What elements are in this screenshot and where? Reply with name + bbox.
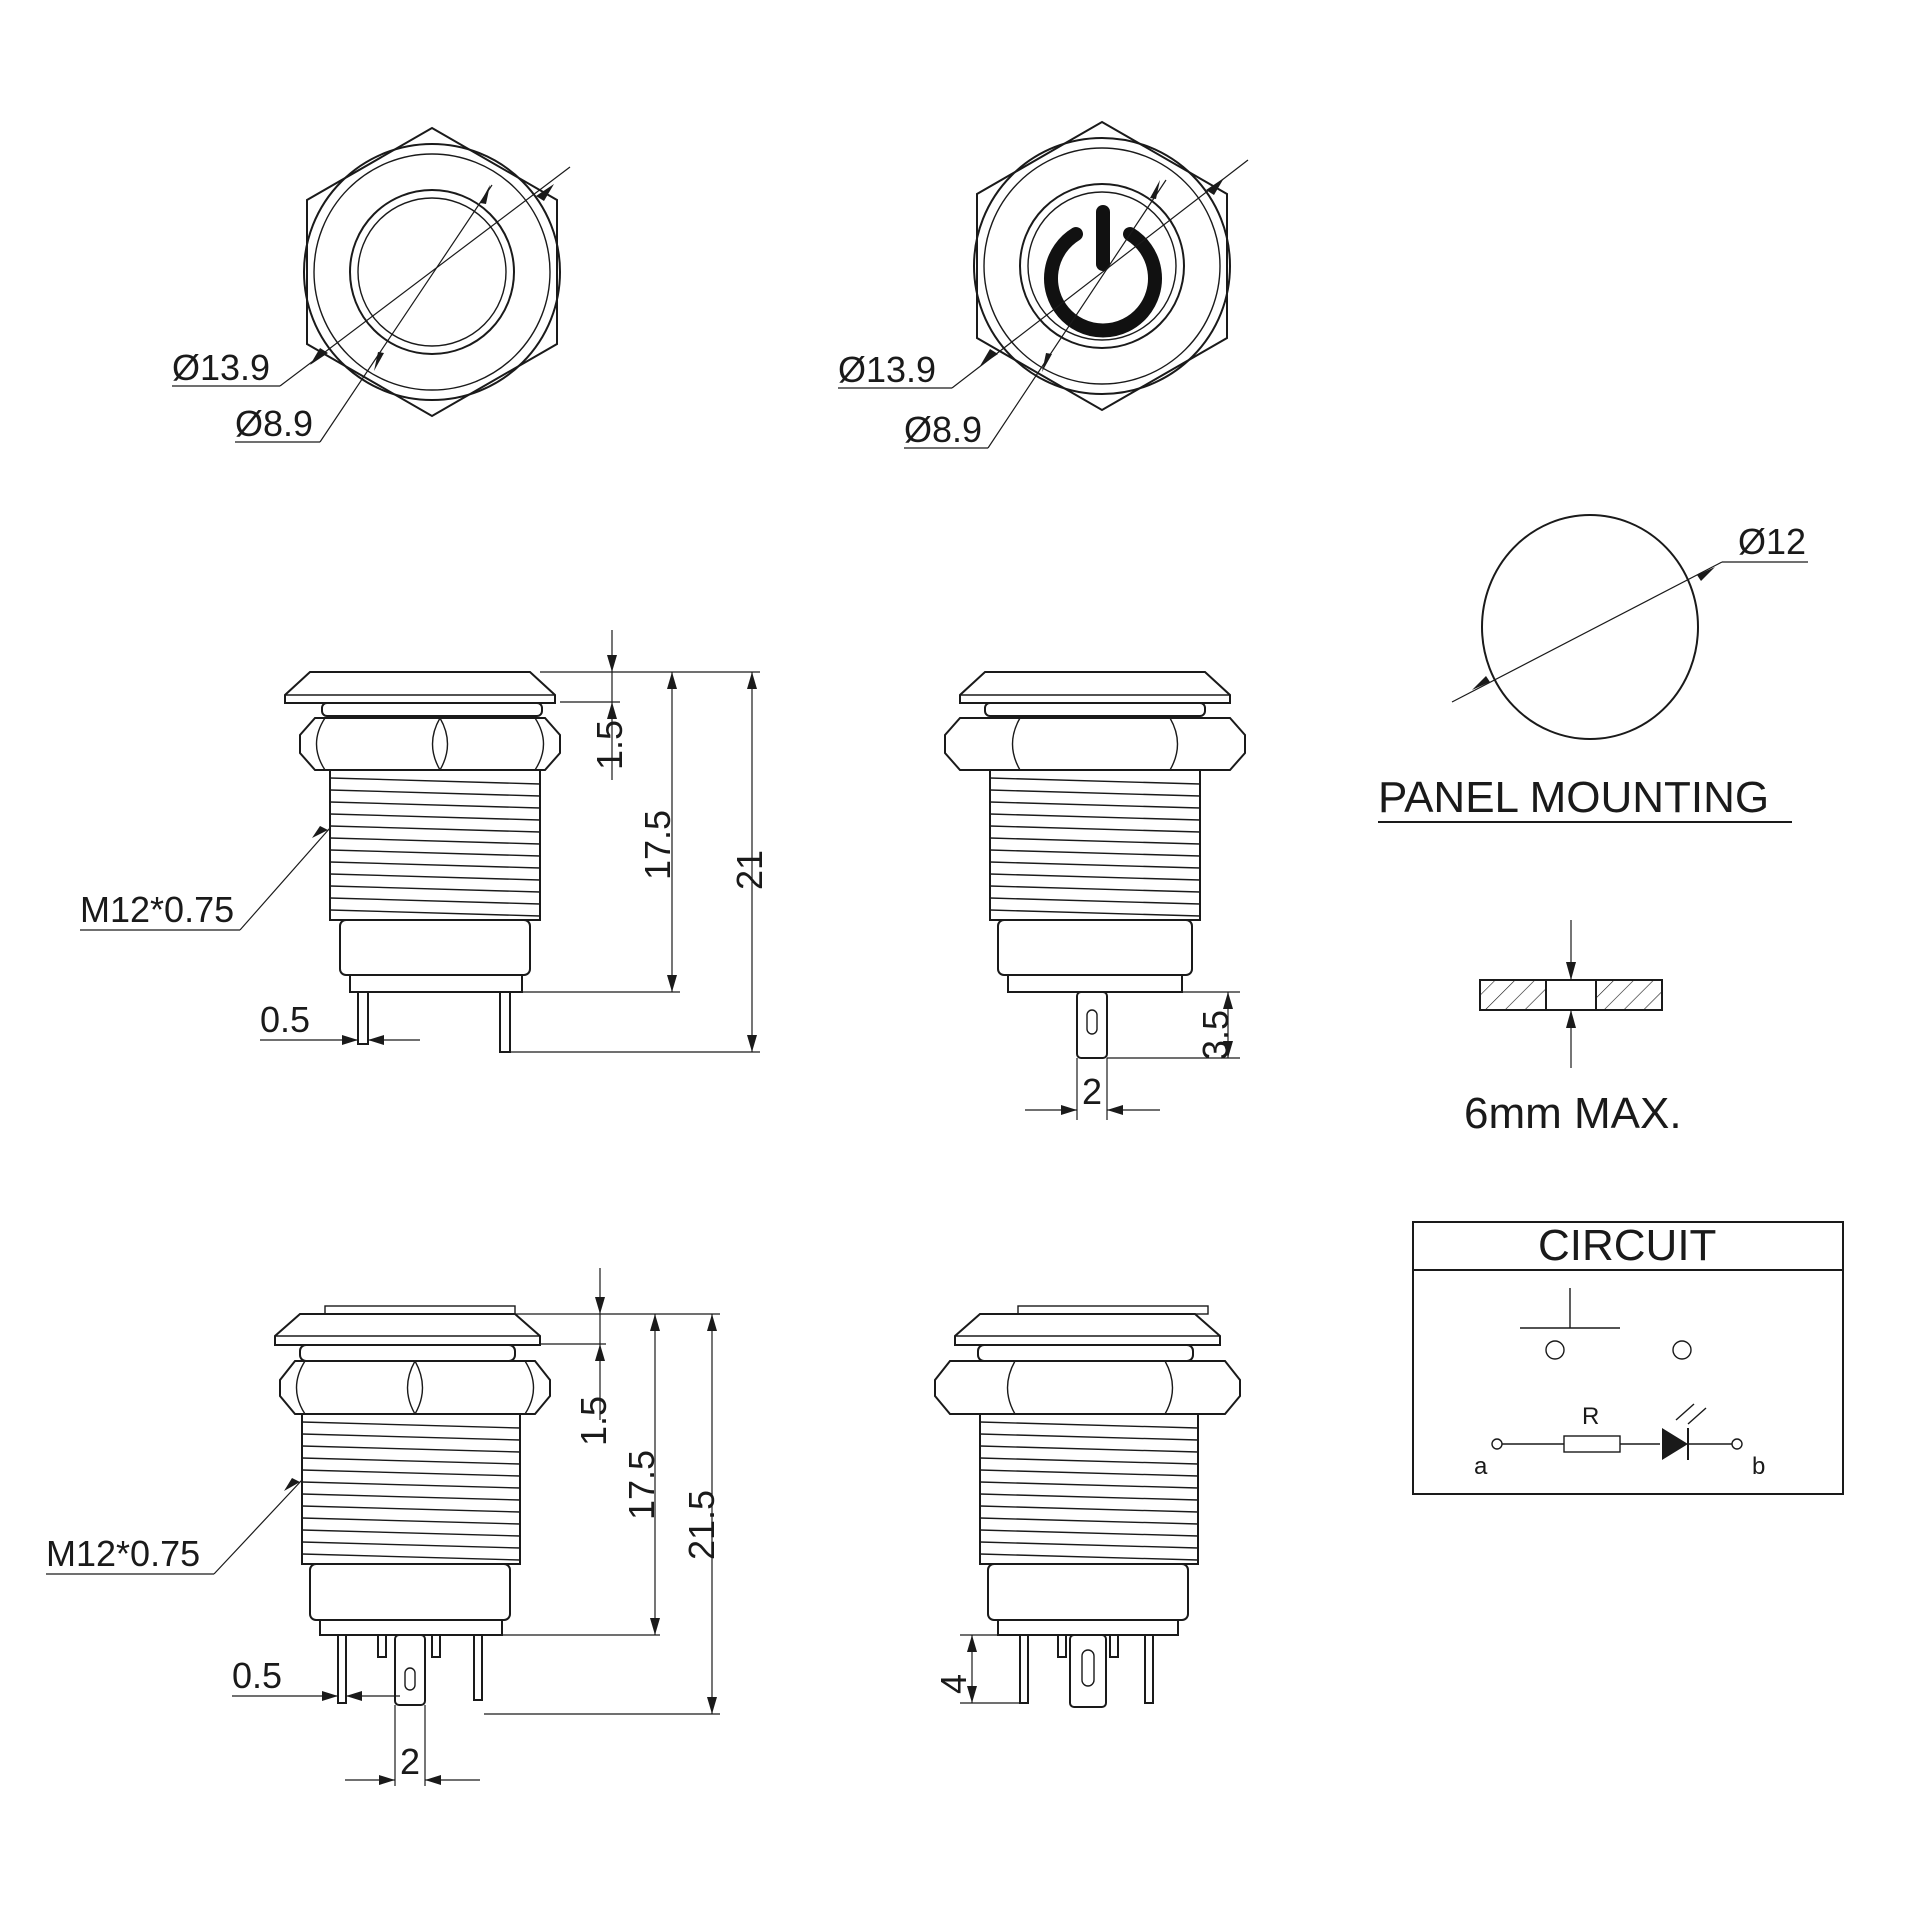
total-dim-label: 21 [729,850,770,890]
resistor-label: R [1582,1403,1599,1430]
pin-width-label: 0.5 [260,999,310,1040]
power-icon [1044,205,1162,338]
pin-pitch-label: 2 [1082,1071,1102,1112]
side-view-4pin-rotated: 4 [933,1305,1241,1708]
led-icon [1662,1428,1688,1460]
panel-thickness: 6mm MAX. [1464,1089,1682,1138]
panel-title: PANEL MOUNTING [1378,773,1769,822]
total-dim-label-4pin: 21.5 [681,1490,722,1560]
circuit-title: CIRCUIT [1538,1221,1716,1270]
side-view-2pin: 1.5 17.5 21 M12*0.75 0.5 [80,630,770,1053]
pin-width-label-4pin: 0.5 [232,1655,282,1696]
resistor [1563,1435,1621,1453]
outer-diameter-label: Ø13.9 [172,347,270,388]
pin-length-label-4pin: 4 [933,1674,974,1694]
side-view-2pin-rotated: 3.5 2 [944,671,1246,1120]
inner-diameter-label-2: Ø8.9 [904,409,982,450]
circuit-box: CIRCUIT R a b [1412,1221,1844,1495]
pin-length-label: 3.5 [1195,1010,1236,1060]
inner-diameter-label: Ø8.9 [235,403,313,444]
terminal-a-label: a [1474,1453,1488,1480]
head-dim-label-4pin: 1.5 [573,1396,614,1446]
body-dim-label: 17.5 [637,810,678,880]
terminal-b-label: b [1752,1453,1765,1480]
outer-diameter-label-2: Ø13.9 [838,349,936,390]
front-view-plain: Ø13.9 Ø8.9 [172,126,571,444]
body-dim-label-4pin: 17.5 [621,1450,662,1520]
thread-label-4pin: M12*0.75 [46,1533,200,1574]
panel-mounting: Ø12 PANEL MOUNTING 6mm MAX. [1378,514,1808,1138]
thread-lines [329,777,541,917]
front-view-power: Ø13.9 Ø8.9 [838,120,1249,450]
thread-label: M12*0.75 [80,889,234,930]
side-view-4pin: 1.5 17.5 21.5 M12*0.75 0.5 2 [46,1268,722,1786]
pin-pitch-label-4pin: 2 [400,1741,420,1782]
panel-hole-dia: Ø12 [1738,521,1806,562]
head-dim-label: 1.5 [589,720,630,770]
